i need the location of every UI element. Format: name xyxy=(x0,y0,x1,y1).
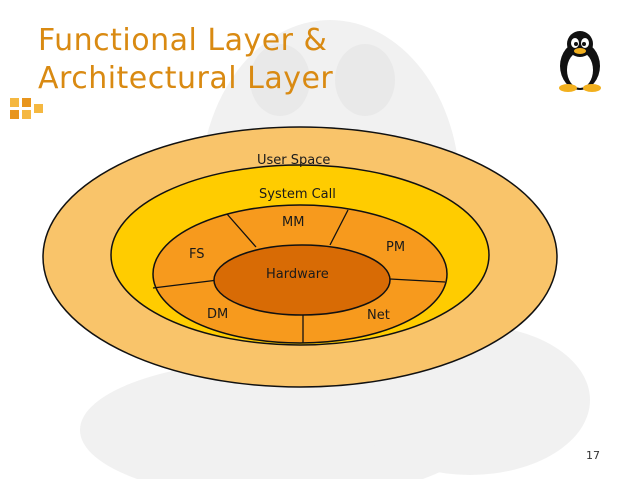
tux-penguin-icon xyxy=(559,31,601,92)
subsystem-label-pm: PM xyxy=(386,240,405,255)
subsystem-label-mm: MM xyxy=(282,215,304,230)
hardware-core xyxy=(213,244,391,316)
hardware-label: Hardware xyxy=(266,267,329,282)
square-bullets-icon xyxy=(10,98,43,119)
subsystem-label-dm: DM xyxy=(207,307,228,322)
user-space-label: User Space xyxy=(257,153,330,168)
title-line-2: Architectural Layer xyxy=(38,61,334,96)
subsystem-dividers xyxy=(152,209,446,343)
system-call-label: System Call xyxy=(259,187,336,202)
title-line-1: Functional Layer & xyxy=(38,23,328,58)
subsystem-label-fs: FS xyxy=(189,247,205,262)
subsystem-label-net: Net xyxy=(367,308,390,323)
slide-title: Functional Layer & Architectural Layer xyxy=(38,22,518,98)
page-number: 17 xyxy=(586,449,600,462)
